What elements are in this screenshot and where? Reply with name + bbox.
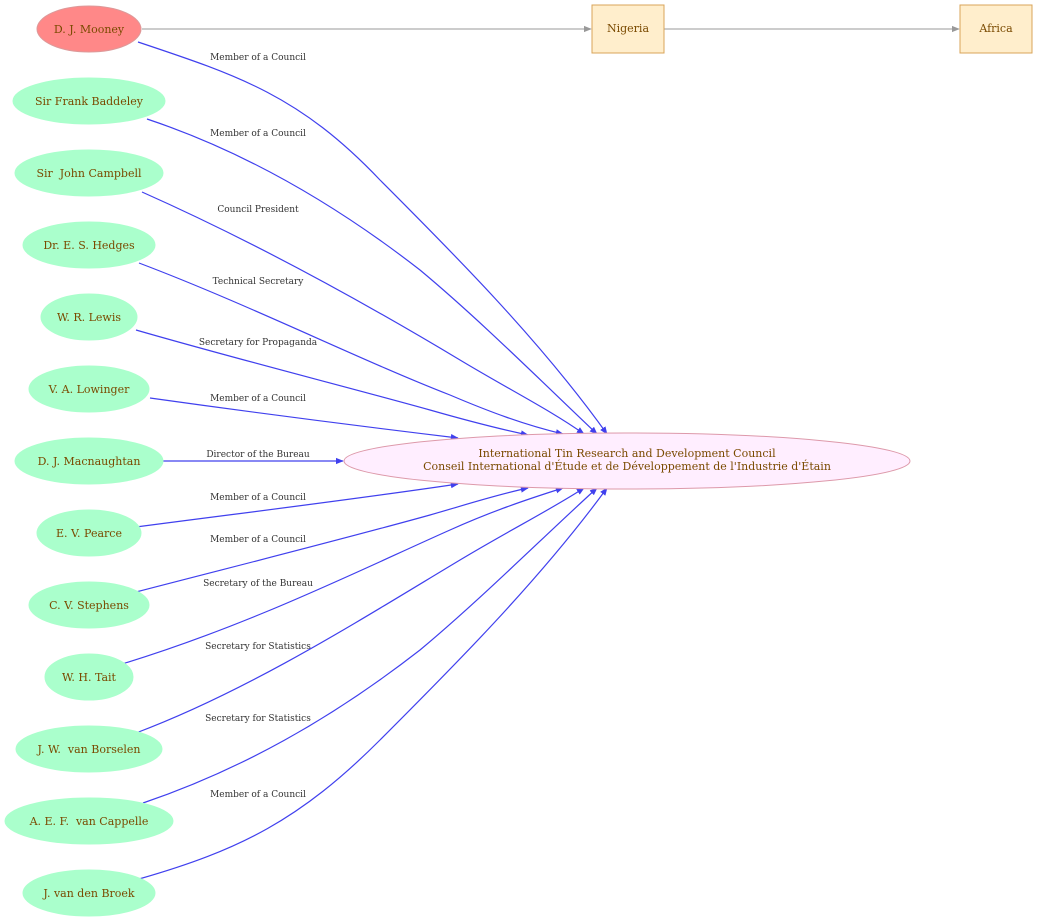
person-name-v-a-lowinger: V. A. Lowinger xyxy=(48,383,130,396)
person-node-w-h-tait[interactable]: W. H. Tait xyxy=(44,653,134,701)
role-label-a-e-f-van-cappelle: Secretary for Statistics xyxy=(205,714,311,724)
role-label-j-van-den-broek: Member of a Council xyxy=(210,790,306,800)
person-name-w-h-tait: W. H. Tait xyxy=(62,671,117,684)
person-name-dr-e-s-hedges: Dr. E. S. Hedges xyxy=(43,239,135,252)
role-label-d-j-macnaughtan: Director of the Bureau xyxy=(206,450,310,460)
person-node-v-a-lowinger[interactable]: V. A. Lowinger xyxy=(28,365,150,413)
person-node-a-e-f-van-cappelle[interactable]: A. E. F. van Cappelle xyxy=(4,797,174,845)
person-node-dr-e-s-hedges[interactable]: Dr. E. S. Hedges xyxy=(22,221,156,269)
person-name-j-van-den-broek: J. van den Broek xyxy=(42,887,135,900)
role-edge-v-a-lowinger xyxy=(149,397,459,441)
role-edge-dr-e-s-hedges xyxy=(138,262,564,436)
role-label-v-a-lowinger: Member of a Council xyxy=(210,394,306,404)
place-node-africa[interactable]: Africa xyxy=(959,4,1033,54)
role-edge-w-h-tait xyxy=(121,487,564,665)
role-edge-d-j-mooney xyxy=(137,41,608,435)
role-label-w-r-lewis: Secretary for Propaganda xyxy=(199,338,318,348)
role-label-sir-john-campbell: Council President xyxy=(217,205,299,215)
person-node-e-v-pearce[interactable]: E. V. Pearce xyxy=(36,509,142,557)
organization-node[interactable]: International Tin Research and Developme… xyxy=(343,432,911,490)
role-edge-j-van-den-broek xyxy=(138,487,608,880)
organization-name-en: International Tin Research and Developme… xyxy=(478,447,776,460)
role-label-w-h-tait: Secretary of the Bureau xyxy=(203,579,313,589)
person-name-sir-john-campbell: Sir John Campbell xyxy=(36,167,142,180)
person-node-d-j-mooney[interactable]: D. J. Mooney xyxy=(36,5,142,53)
person-node-c-v-stephens[interactable]: C. V. Stephens xyxy=(28,581,150,629)
role-edges xyxy=(121,41,608,880)
role-label-sir-frank-baddeley: Member of a Council xyxy=(210,129,306,139)
role-edge-e-v-pearce xyxy=(135,481,459,528)
role-edge-sir-john-campbell xyxy=(141,191,585,435)
person-node-sir-john-campbell[interactable]: Sir John Campbell xyxy=(14,149,164,197)
place-label-nigeria: Nigeria xyxy=(607,22,649,35)
person-name-d-j-macnaughtan: D. J. Macnaughtan xyxy=(38,455,141,468)
person-name-sir-frank-baddeley: Sir Frank Baddeley xyxy=(35,95,144,108)
role-edge-w-r-lewis xyxy=(135,329,529,437)
person-name-a-e-f-van-cappelle: A. E. F. van Cappelle xyxy=(29,815,149,828)
role-label-j-w-van-borselen: Secretary for Statistics xyxy=(205,642,311,652)
person-node-w-r-lewis[interactable]: W. R. Lewis xyxy=(40,293,138,341)
person-name-c-v-stephens: C. V. Stephens xyxy=(49,599,129,612)
person-node-sir-frank-baddeley[interactable]: Sir Frank Baddeley xyxy=(12,77,166,125)
organization-name-fr: Conseil International d'Étude et de Déve… xyxy=(423,459,831,473)
person-node-d-j-macnaughtan[interactable]: D. J. Macnaughtan xyxy=(14,437,164,485)
role-edge-j-w-van-borselen xyxy=(135,487,585,734)
role-edge-a-e-f-van-cappelle xyxy=(142,487,598,804)
place-label-africa: Africa xyxy=(978,22,1013,35)
role-edge-c-v-stephens xyxy=(135,486,529,593)
role-edge-sir-frank-baddeley xyxy=(146,118,598,435)
role-label-d-j-mooney: Member of a Council xyxy=(210,53,306,63)
person-name-d-j-mooney: D. J. Mooney xyxy=(54,23,125,36)
person-name-w-r-lewis: W. R. Lewis xyxy=(57,311,121,324)
person-name-j-w-van-borselen: J. W. van Borselen xyxy=(36,743,140,756)
person-node-j-van-den-broek[interactable]: J. van den Broek xyxy=(22,869,156,917)
person-node-j-w-van-borselen[interactable]: J. W. van Borselen xyxy=(15,725,163,773)
role-label-c-v-stephens: Member of a Council xyxy=(210,535,306,545)
role-label-dr-e-s-hedges: Technical Secretary xyxy=(213,277,305,287)
person-name-e-v-pearce: E. V. Pearce xyxy=(56,527,122,540)
place-node-nigeria[interactable]: Nigeria xyxy=(591,4,665,54)
role-label-e-v-pearce: Member of a Council xyxy=(210,493,306,503)
